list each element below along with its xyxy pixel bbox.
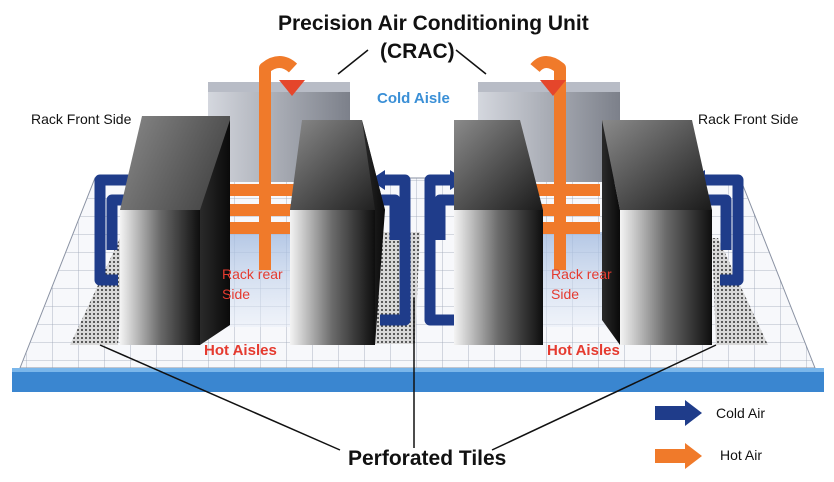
legend-hot-air-arrow <box>655 443 702 469</box>
legend-hot-air-label: Hot Air <box>720 447 763 463</box>
rack-rear-right-label-2: Side <box>551 286 580 302</box>
rack-front-left-label: Rack Front Side <box>31 111 132 127</box>
rack-3 <box>454 120 543 345</box>
perforated-tiles-label: Perforated Tiles <box>348 447 507 470</box>
hot-air-flow <box>230 56 600 270</box>
rack-rear-left-label-2: Side <box>222 286 251 302</box>
cold-air-flow <box>94 174 744 326</box>
rack-rear-right-label-1: Rack rear <box>551 266 612 282</box>
hot-aisles-right-label: Hot Aisles <box>547 342 620 359</box>
rack-front-right-label: Rack Front Side <box>698 111 799 127</box>
hot-aisles-left-label: Hot Aisles <box>204 342 277 359</box>
hot-air-arrows <box>279 80 566 96</box>
rack-4 <box>602 120 712 345</box>
legend-cold-air-label: Cold Air <box>716 405 766 421</box>
cold-aisle-label: Cold Aisle <box>377 90 450 107</box>
title-line1: Precision Air Conditioning Unit <box>278 12 589 35</box>
rack-1 <box>120 116 230 345</box>
rack-2 <box>290 120 385 345</box>
title-line2: (CRAC) <box>380 40 455 63</box>
leader-lines <box>99 49 717 451</box>
rack-rear-left-label-1: Rack rear <box>222 266 283 282</box>
legend-cold-air-arrow <box>655 400 702 426</box>
